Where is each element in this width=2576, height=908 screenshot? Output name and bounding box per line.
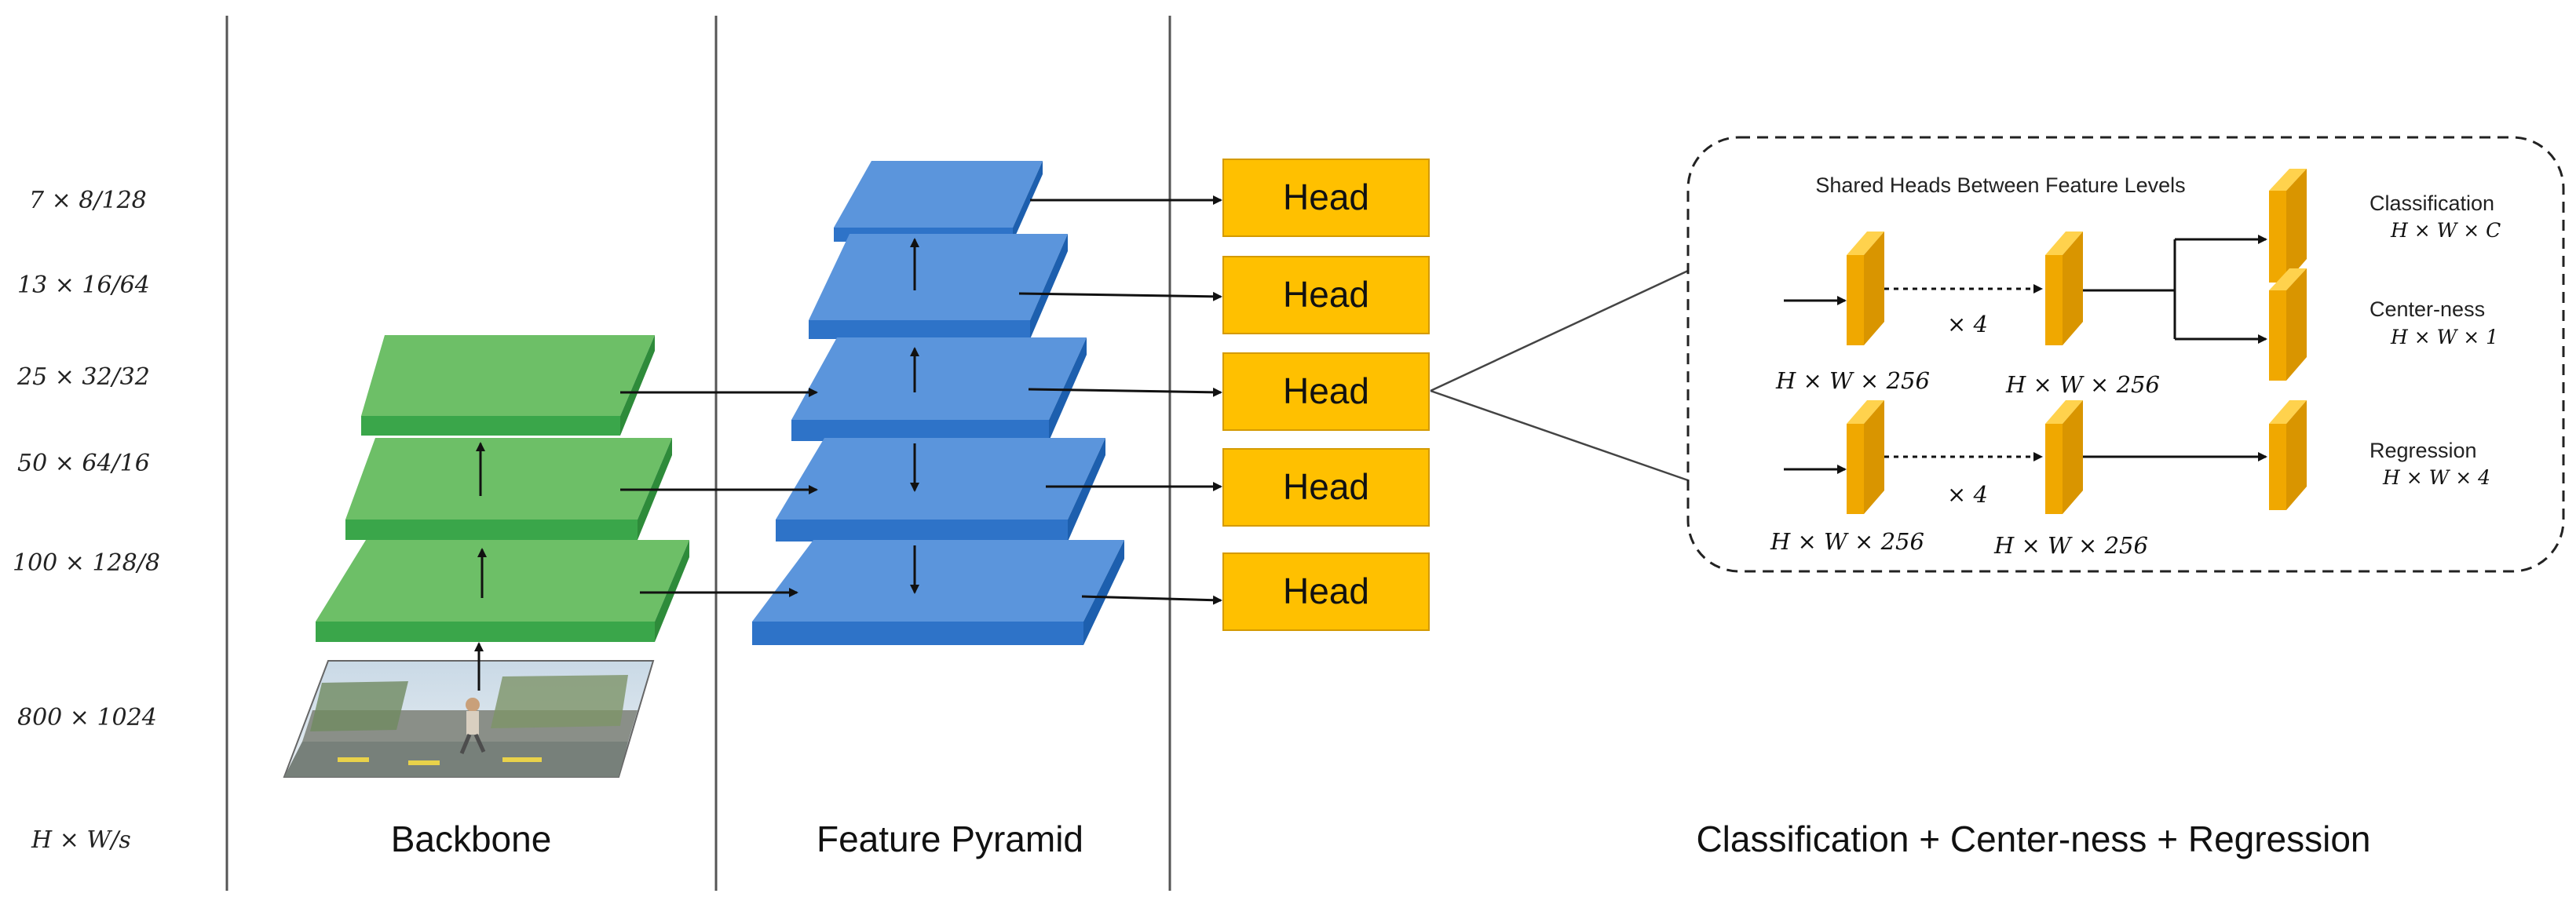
shared-heads-detail-box — [1686, 136, 2565, 573]
detail-arrows — [1784, 235, 2267, 474]
dim-label-reg-out: H × W × 256 — [1993, 532, 2148, 559]
conv-block-cls-out — [2045, 232, 2083, 345]
head-label-p7: Head — [1283, 177, 1369, 217]
head-label-p3: Head — [1283, 571, 1369, 611]
head-label-p5: Head — [1283, 370, 1369, 411]
lateral-arrows — [620, 388, 818, 597]
head-boxes: Head Head Head Head Head — [1222, 159, 1430, 631]
conv-block-classification — [2269, 169, 2307, 283]
zoom-line-top — [1430, 269, 1689, 392]
arrow-p6-to-head — [1018, 291, 1222, 301]
conv-block-regression — [2269, 400, 2307, 510]
head-label-p6: Head — [1283, 274, 1369, 315]
dim-label-cls-in: H × W × 256 — [1775, 367, 1930, 394]
centerness-label: Center-ness — [2370, 297, 2485, 321]
scale-label-p5: 25 × 32/32 — [16, 363, 150, 391]
scale-label-p4: 50 × 64/16 — [17, 450, 150, 477]
dim-label-reg-in: H × W × 256 — [1770, 528, 1924, 555]
head-box-p3 — [1222, 552, 1430, 631]
conv-block-centerness — [2269, 268, 2307, 381]
section-label-pyramid: Feature Pyramid — [817, 819, 1083, 859]
shared-heads-title: Shared Heads Between Feature Levels — [1815, 173, 2185, 197]
scale-column: 7 × 8/128 13 × 16/64 25 × 32/32 50 × 64/… — [13, 187, 160, 854]
centerness-dim: H × W × 1 — [2390, 326, 2498, 348]
head-box-p6 — [1222, 256, 1430, 334]
section-label-backbone: Backbone — [391, 819, 552, 859]
pyramid-layer-p4 — [776, 438, 1105, 542]
dim-label-cls-out: H × W × 256 — [2005, 371, 2160, 398]
input-image — [283, 660, 655, 778]
head-box-p4 — [1222, 448, 1430, 527]
head-label-p4: Head — [1283, 466, 1369, 507]
conv-block-reg-out — [2045, 400, 2083, 514]
scale-label-input: 800 × 1024 — [17, 704, 157, 731]
pyramid-to-head-arrows — [1018, 195, 1222, 605]
zoom-line-bottom — [1430, 389, 1689, 482]
head-box-p5 — [1222, 352, 1430, 431]
vertical-arrows — [474, 238, 919, 691]
head-box-p7 — [1222, 159, 1430, 237]
backbone-layer-c3 — [316, 540, 689, 642]
pyramid-layer-p5 — [791, 337, 1087, 441]
pyramid-layer-p6 — [809, 234, 1068, 339]
section-label-heads: Classification + Center-ness + Regressio… — [1696, 819, 2370, 859]
repeat-label-cls: × 4 — [1947, 311, 1988, 337]
backbone-layer-c4 — [345, 438, 672, 540]
repeat-label-reg: × 4 — [1947, 481, 1988, 508]
pyramid-layer-p7 — [834, 161, 1043, 242]
scale-label-p7: 7 × 8/128 — [29, 187, 147, 214]
arrow-p3-to-head — [1081, 595, 1222, 605]
conv-block-reg-in — [1847, 400, 1884, 514]
classification-dim: H × W × C — [2390, 219, 2501, 242]
scale-label-p3: 100 × 128/8 — [13, 549, 160, 577]
regression-label: Regression — [2370, 439, 2477, 462]
arrow-p5-to-head — [1028, 387, 1222, 397]
pyramid-layer-p3 — [752, 540, 1124, 645]
scale-label-formula: H × W/s — [31, 826, 131, 854]
scale-label-p6: 13 × 16/64 — [17, 272, 150, 299]
classification-label: Classification — [2370, 191, 2494, 215]
regression-dim: H × W × 4 — [2382, 466, 2490, 489]
conv-block-cls-in — [1847, 232, 1884, 345]
backbone-layer-c5 — [361, 335, 655, 436]
